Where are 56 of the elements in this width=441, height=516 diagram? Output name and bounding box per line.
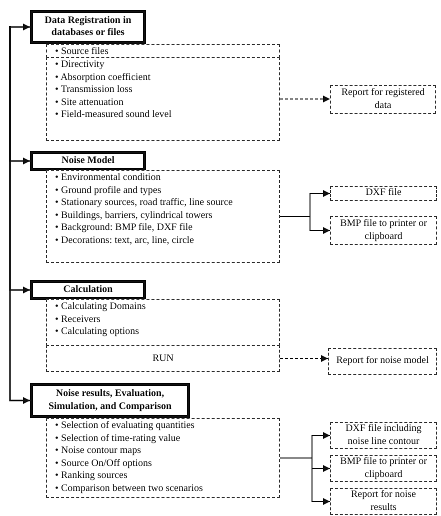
list-item: • Receivers [55, 314, 102, 326]
list-item: • Buildings, barriers, cylindrical towers [55, 210, 214, 222]
header-text: Noise Model [60, 154, 116, 168]
list-panel [46, 57, 280, 141]
list-item: • Calculating options [55, 326, 140, 338]
section-header [30, 151, 146, 171]
output-text: DXF file including noise line contour [344, 423, 423, 448]
output-box [328, 348, 437, 375]
list-item: • Calculating Domains [55, 301, 147, 314]
output-text: Report for noise model [336, 355, 429, 368]
list-item: • Transmission loss [55, 84, 134, 96]
output-text: DXF file [366, 187, 402, 200]
arrow [280, 355, 328, 362]
list-panel [46, 44, 280, 58]
arrow [280, 216, 330, 234]
section-header [30, 280, 146, 300]
output-text: BMP file to printer or clipboard [339, 218, 428, 243]
list-item: • Selection of evaluating quantities [55, 420, 196, 432]
output-box [330, 186, 437, 201]
arrow [9, 24, 30, 30]
header-text: Data Registration in databases or files [44, 14, 132, 40]
output-box [330, 455, 437, 482]
arrow [280, 96, 330, 102]
arrow [280, 458, 330, 505]
list-item: • Ranking sources [55, 470, 128, 482]
section-header [30, 383, 190, 418]
list-panel [46, 170, 280, 263]
list-item: • Ground profile and types [55, 184, 162, 197]
header-text: Noise results, Evaluation, Simulation, and Comparison [47, 388, 173, 413]
list-item: • Source On/Off options [55, 458, 153, 470]
output-box [330, 216, 437, 245]
list-panel [46, 418, 280, 498]
output-text: Report for registered data [340, 87, 426, 112]
section-header [30, 10, 146, 44]
list-item: • Selection of time-rating value [55, 432, 182, 445]
list-panel [46, 299, 280, 346]
list-item: • Comparison between two scenarios [55, 482, 204, 495]
output-text: BMP file to printer or clipboard [339, 456, 428, 481]
output-box [330, 85, 436, 114]
list-item: • Source files [55, 46, 110, 58]
list-item: • Absorption coefficient [55, 72, 152, 84]
list-item: • Decorations: text, arc, line, circle [55, 234, 195, 247]
list-item: • Field-measured sound level [55, 109, 173, 122]
list-item: • Directivity [55, 59, 106, 72]
list-item: • Background: BMP file, DXF file [55, 222, 194, 234]
header-text: Calculation [62, 284, 114, 296]
list-item: • Environmental condition [55, 172, 162, 184]
list-item: • Site attenuation [55, 96, 124, 109]
list-item: • Noise contour maps [55, 445, 142, 458]
output-text: Report for noise results [350, 489, 417, 514]
list-item: • Stationary sources, road traffic, line source [55, 197, 234, 210]
output-box [330, 488, 437, 515]
output-box [330, 422, 437, 449]
arrow [9, 26, 30, 404]
run-text: RUN [152, 353, 174, 364]
run-row [46, 345, 280, 372]
